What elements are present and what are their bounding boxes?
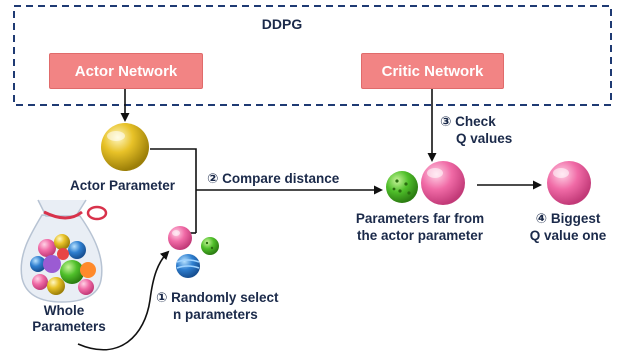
pink-ball-icon <box>168 226 192 250</box>
pink-ball-icon <box>547 161 591 205</box>
step2-label: ② Compare distance <box>207 171 340 186</box>
far-parameters-label-line1: Parameters far from <box>355 211 485 226</box>
actor-parameter-label: Actor Parameter <box>70 178 176 193</box>
step3-label-line2: Q values <box>456 131 513 146</box>
actor-network-box: Actor Network <box>49 53 203 89</box>
green-ball-icon <box>201 237 219 255</box>
random-select-arrow <box>77 250 170 351</box>
step4-label-line1: ④ Biggest <box>535 211 601 226</box>
whole-parameters-label-line1: Whole <box>43 303 85 318</box>
step4-label-line2: Q value one <box>529 228 607 243</box>
bag-of-balls-icon <box>20 199 108 303</box>
far-parameters-label-line2: the actor parameter <box>356 228 484 243</box>
step1-label-line1: ① Randomly select <box>156 290 279 305</box>
step1-label-line2: n parameters <box>173 307 258 322</box>
blue-ball-icon <box>176 254 200 278</box>
pink-ball-icon <box>421 161 465 205</box>
diagram-title: DDPG <box>261 16 303 32</box>
gold-ball-icon <box>101 123 149 171</box>
step3-label-line1: ③ Check <box>440 114 496 129</box>
whole-parameters-label-line2: Parameters <box>32 319 106 334</box>
actor-connector-line <box>150 148 197 233</box>
critic-network-box: Critic Network <box>361 53 504 89</box>
green-ball-icon <box>386 171 418 203</box>
